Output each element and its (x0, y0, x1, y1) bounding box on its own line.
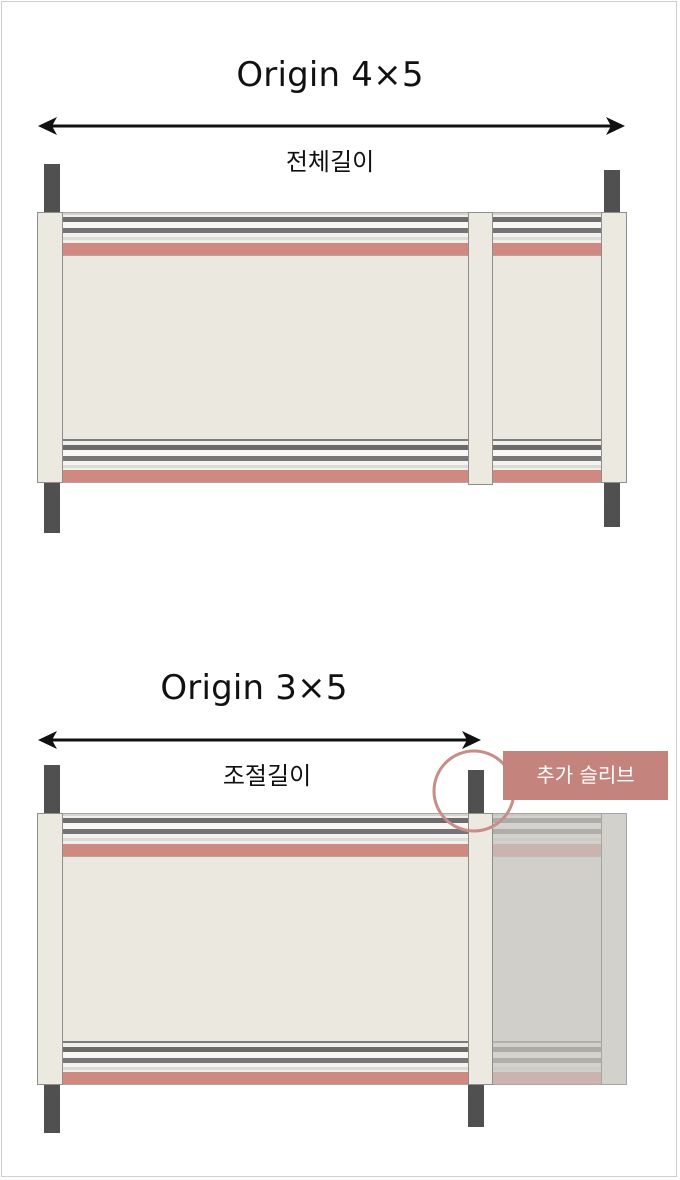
sleeve-joint (468, 813, 493, 1085)
end-cap-left (37, 212, 63, 483)
stripe-band-top (63, 814, 468, 857)
diagram-title: Origin 4×5 (236, 55, 424, 95)
sleeve-fade-overlay (493, 814, 601, 1084)
end-cap-left (37, 813, 63, 1085)
stripe-band-bottom (63, 1041, 468, 1084)
stripe-band-top (63, 213, 601, 256)
end-cap-right (601, 212, 627, 483)
diagram-title: Origin 3×5 (160, 668, 348, 708)
callout-badge: 추가 슬리브 (503, 751, 668, 800)
fabric-panel (63, 212, 601, 483)
fabric-panel (63, 813, 468, 1085)
stripe-band-bottom (63, 439, 601, 482)
double-arrow-icon (38, 731, 481, 749)
double-arrow-icon (38, 117, 625, 135)
measure-label: 전체길이 (285, 148, 375, 176)
sleeve-joint (468, 212, 493, 485)
measure-label: 조절길이 (222, 762, 312, 790)
end-cap-right-faded (601, 813, 627, 1085)
extra-sleeve-section (493, 813, 601, 1085)
